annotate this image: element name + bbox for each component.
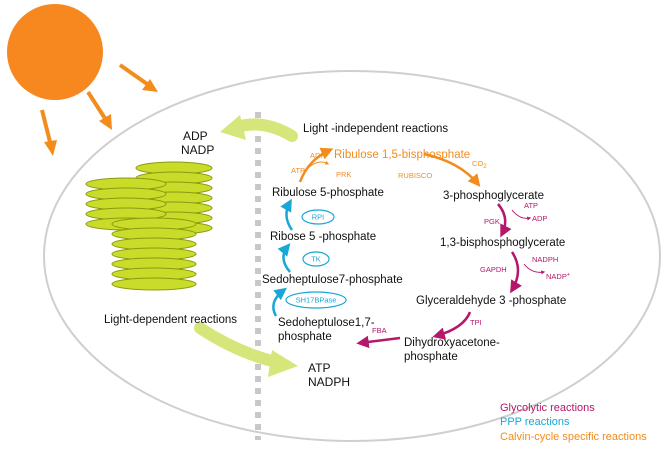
svg-text:SH17BPase: SH17BPase [296,296,337,305]
sun-ray [40,109,57,156]
adp-label: ADP [183,129,208,143]
s7p-label: Sedoheptulose7-phosphate [262,274,403,286]
fba-label: FBA [372,326,387,335]
legend-ppp: PPP reactions [500,416,570,428]
sun-icon [7,4,158,156]
gapdh-nadp-label: NADP+ [546,272,570,281]
legend-calvin: Calvin-cycle specific reactions [500,431,647,443]
tk-arrow [277,243,291,273]
atp-nadph-output-arrow [194,322,298,377]
pgk-label: PGK [484,217,500,226]
svg-text:RPI: RPI [312,213,325,222]
nadp-label: NADP [181,143,214,157]
sun-ray [86,90,112,130]
bpg-label: 1,3-bisphosphoglycerate [440,237,565,249]
prk-arrow [298,147,334,183]
adp-nadp-return-arrow [220,115,298,142]
gapdh-label: GAPDH [480,265,507,274]
legend-glycolytic: Glycolytic reactions [500,402,595,414]
legend: Glycolytic reactions PPP reactions Calvi… [500,402,647,443]
tpi-label: TPI [470,318,482,327]
atp-label: ATP [308,361,330,375]
sbp-label-line1: Sedoheptulose1,7- [278,317,375,329]
pga-label: 3-phosphoglycerate [443,190,544,202]
prk-label: PRK [336,170,351,179]
gapdh-arrow [510,251,546,294]
rpi-arrow [280,198,294,231]
nadph-label: NADPH [308,375,350,389]
tpi-arrow [432,311,472,340]
thylakoid-stack-bottom [111,217,197,291]
rubp-label: Ribulose 1,5-bisphosphate [334,149,470,161]
pgk-adp-label: ADP [532,214,547,223]
r5p-label: Ribose 5 -phosphate [270,231,376,243]
dhap-label-line1: Dihydroxyacetone- [404,337,500,349]
sbp-label-line2: phosphate [278,331,332,343]
sbpase-badge: SH17BPase [285,291,347,309]
sun-ray [118,63,158,92]
prk-adp-label: ADP [310,151,325,160]
g3p-label: Glyceraldehyde 3 -phosphate [416,295,566,307]
rubisco-arrow [423,152,481,187]
sbpase-arrow [272,287,287,317]
light-independent-label: Light -independent reactions [303,123,448,135]
pgk-atp-label: ATP [524,201,538,210]
light-dependent-label: Light-dependent reactions [104,314,237,326]
ru5p-label: Ribulose 5-phosphate [272,187,384,199]
rpi-badge: RPI [301,209,335,225]
prk-atp-label: ATP [291,166,305,175]
co2-label: CO2 [472,159,487,170]
dhap-label-line2: phosphate [404,351,458,363]
gapdh-nadph-label: NADPH [532,255,558,264]
rubisco-label: RUBISCO [398,171,432,180]
fba-arrow [356,335,401,349]
pgk-arrow [497,203,532,238]
svg-text:TK: TK [311,255,321,264]
tk-badge: TK [302,251,330,267]
